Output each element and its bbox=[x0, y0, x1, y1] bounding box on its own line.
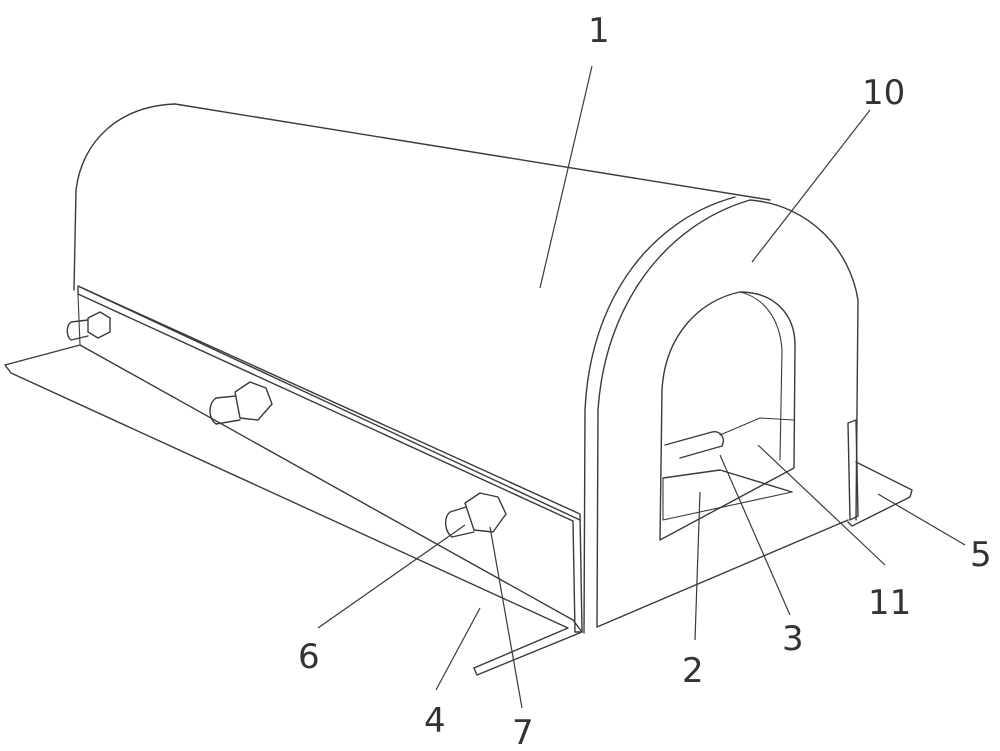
bottom-plate-front bbox=[663, 478, 792, 520]
end-plate bbox=[584, 197, 858, 633]
inner-wall bbox=[720, 418, 794, 435]
label-2: 2 bbox=[682, 651, 704, 691]
leader-4 bbox=[436, 608, 480, 690]
nut-3 bbox=[465, 493, 506, 532]
bolt-2 bbox=[210, 382, 272, 424]
label-10: 10 bbox=[862, 73, 905, 113]
nut-1 bbox=[88, 312, 110, 338]
opening-arch bbox=[660, 292, 795, 540]
housing-top-ridge bbox=[175, 104, 770, 200]
leader-6 bbox=[318, 525, 465, 628]
leader-5 bbox=[878, 494, 965, 545]
left-bracket-flange bbox=[78, 286, 582, 632]
inner-rod bbox=[665, 432, 723, 458]
leader-7 bbox=[490, 527, 522, 708]
housing bbox=[74, 104, 770, 520]
leader-1 bbox=[540, 66, 592, 288]
leader-2 bbox=[695, 492, 700, 640]
bolt-shank-1 bbox=[67, 320, 88, 340]
label-11: 11 bbox=[868, 583, 911, 623]
label-3: 3 bbox=[782, 619, 804, 659]
right-bracket bbox=[848, 420, 912, 526]
reference-numerals: 1 10 5 11 3 2 6 4 7 bbox=[298, 11, 992, 751]
end-plate-bottom bbox=[597, 520, 848, 627]
bolt-3 bbox=[446, 493, 506, 537]
end-plate-outer-left bbox=[584, 197, 735, 633]
leader-3 bbox=[720, 455, 790, 615]
leader-10 bbox=[752, 110, 870, 262]
label-5: 5 bbox=[970, 535, 992, 575]
opening bbox=[660, 292, 795, 540]
nut-2 bbox=[235, 382, 272, 420]
label-7: 7 bbox=[512, 713, 534, 751]
leader-11 bbox=[758, 445, 885, 565]
left-bracket-base bbox=[5, 345, 582, 675]
label-1: 1 bbox=[588, 11, 610, 51]
end-plate-outer-right bbox=[597, 200, 858, 627]
bolt-1 bbox=[67, 312, 110, 340]
label-6: 6 bbox=[298, 637, 320, 677]
bolt-shank-3 bbox=[446, 507, 474, 537]
housing-left-arch bbox=[74, 104, 175, 290]
label-4: 4 bbox=[424, 701, 446, 741]
opening-inner-depth bbox=[740, 292, 782, 460]
